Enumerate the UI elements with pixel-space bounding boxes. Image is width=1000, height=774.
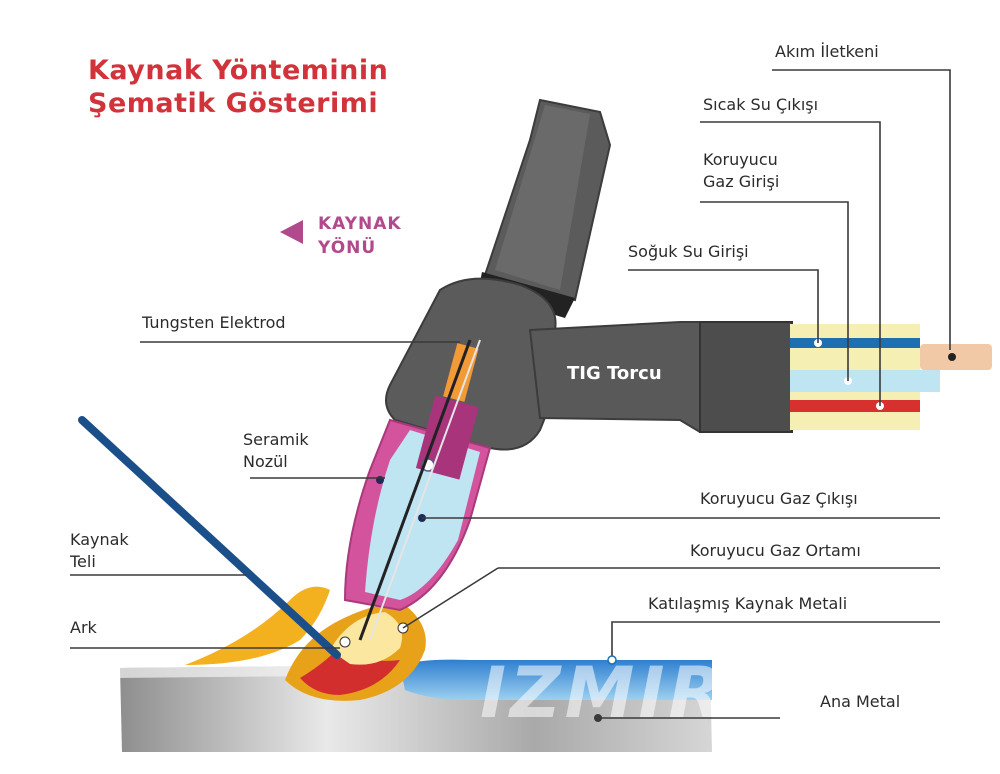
label-katilasmis: Katılaşmış Kaynak Metali — [648, 594, 848, 613]
label-seramik-2: Nozül — [243, 452, 288, 471]
torch-cable — [528, 321, 793, 433]
label-sicak-su: Sıcak Su Çıkışı — [703, 95, 819, 114]
direction-arrow-icon — [280, 220, 303, 244]
label-ana-metal: Ana Metal — [820, 692, 901, 711]
label-gaz-girisi-2: Gaz Girişi — [703, 172, 780, 191]
label-ark: Ark — [70, 618, 97, 637]
hoses — [790, 324, 992, 430]
label-kaynak-teli-2: Teli — [70, 552, 96, 571]
direction-line-1: KAYNAK — [318, 214, 402, 234]
title-line-1: Kaynak Yönteminin — [88, 55, 389, 86]
weld-bead — [400, 659, 712, 700]
label-tungsten: Tungsten Elektrod — [142, 313, 286, 332]
label-gaz-girisi-1: Koruyucu — [703, 150, 778, 169]
filler-wire — [78, 416, 341, 659]
label-gaz-cikisi: Koruyucu Gaz Çıkışı — [700, 489, 858, 508]
title-line-2: Şematik Gösterimi — [88, 88, 379, 119]
leader-lines — [70, 69, 951, 719]
label-gaz-ortami: Koruyucu Gaz Ortamı — [690, 541, 861, 560]
ceramic-nozzle — [343, 339, 492, 641]
label-soguk-su: Soğuk Su Girişi — [628, 242, 749, 261]
label-akim-iletkeni: Akım İletkeni — [775, 42, 879, 61]
label-kaynak-teli-1: Kaynak — [70, 530, 129, 549]
label-seramik-1: Seramik — [243, 430, 309, 449]
torch-handle — [478, 98, 612, 318]
torch-label: TIG Torcu — [567, 363, 662, 384]
bead-marker — [607, 655, 617, 665]
base-metal-marker — [594, 714, 602, 722]
flame — [185, 586, 426, 701]
watermark: IZMIR P — [480, 652, 811, 734]
direction-line-2: YÖNÜ — [318, 238, 377, 258]
